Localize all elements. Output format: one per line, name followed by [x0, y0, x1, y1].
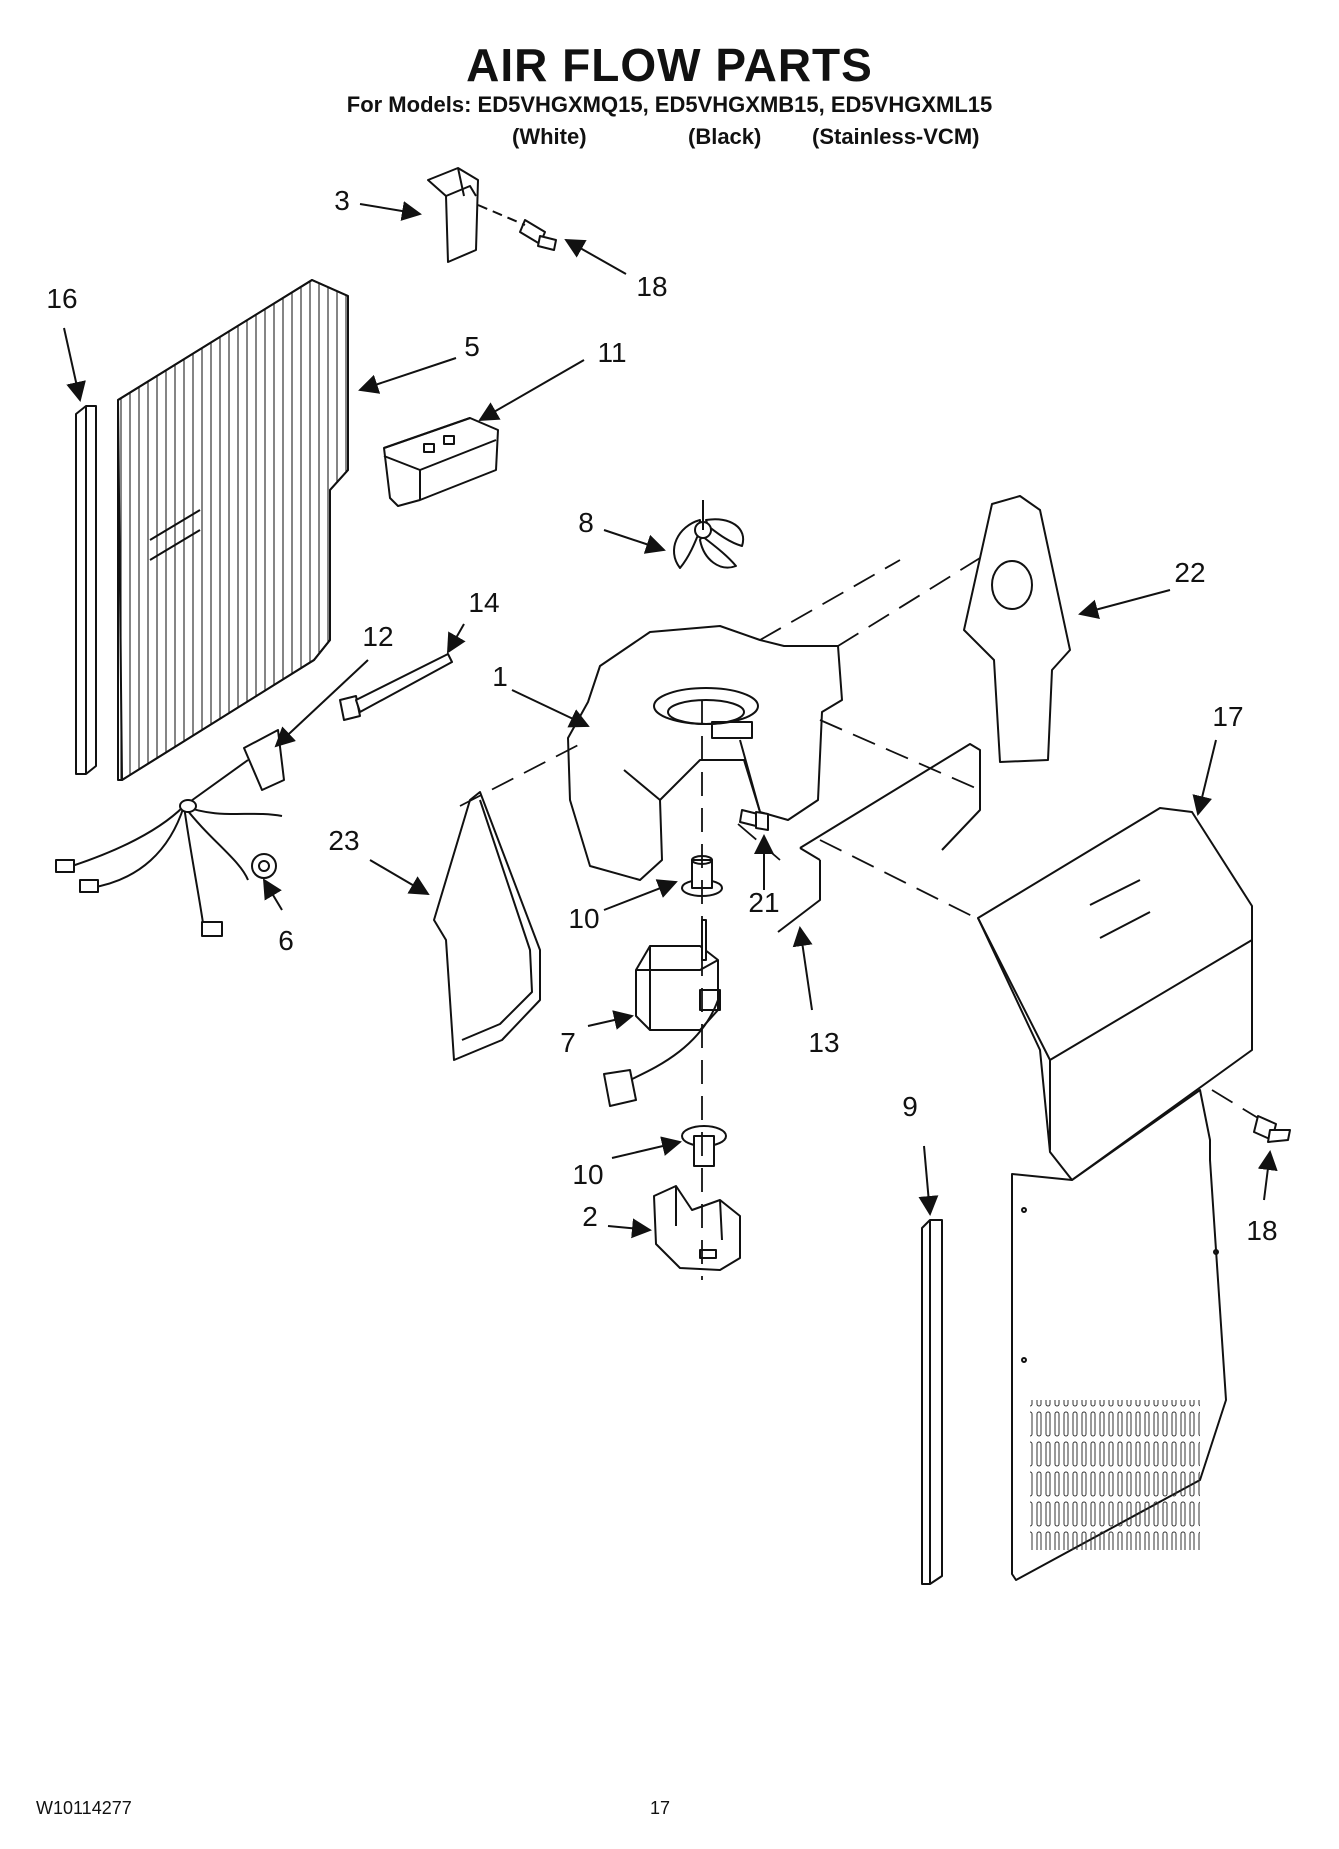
- callout-7: 7: [560, 1027, 576, 1058]
- variant-black: (Black): [688, 124, 762, 149]
- callout-2: 2: [582, 1201, 598, 1232]
- callout-14: 14: [468, 587, 499, 618]
- part-11-duct-block: [383, 417, 499, 507]
- part-2-motor-bracket: [653, 1185, 741, 1271]
- variant-stainless: (Stainless-VCM): [812, 124, 980, 149]
- part-18-screw-top: [519, 219, 557, 251]
- part-12-wire-harness: [55, 729, 285, 937]
- callout-10-lower: 10: [572, 1159, 603, 1190]
- page-title: AIR FLOW PARTS: [466, 39, 873, 91]
- callout-10-upper: 10: [568, 903, 599, 934]
- part-21-screw: [739, 809, 769, 831]
- callout-18-top: 18: [636, 271, 667, 302]
- model-list: For Models: ED5VHGXMQ15, ED5VHGXMB15, ED…: [346, 92, 993, 117]
- callout-21: 21: [748, 887, 779, 918]
- callout-12: 12: [362, 621, 393, 652]
- part-3-bracket: [427, 167, 479, 263]
- part-18-screw-right: [1253, 1115, 1291, 1143]
- part-10-grommet-lower: [681, 1125, 727, 1167]
- part-22-side-panel: [963, 495, 1071, 763]
- part-17-rear-cover: [977, 807, 1253, 1581]
- part-5-evaporator-cover: [117, 279, 349, 781]
- callout-16: 16: [46, 283, 77, 314]
- part-9-seal-strip: [921, 1219, 943, 1585]
- part-6-grommet: [251, 853, 277, 879]
- callout-8: 8: [578, 507, 594, 538]
- part-16-seal-strip: [75, 405, 97, 775]
- callout-22: 22: [1174, 557, 1205, 588]
- callout-6: 6: [278, 925, 294, 956]
- part-8-fan-blade: [673, 500, 745, 569]
- part-23-side-panel: [433, 791, 541, 1061]
- callout-9: 9: [902, 1091, 918, 1122]
- part-14-cable-tie: [339, 653, 453, 721]
- part-7-fan-motor: [603, 919, 721, 1107]
- callout-17: 17: [1212, 701, 1243, 732]
- variant-white: (White): [512, 124, 587, 149]
- part-13-wire-bracket: [777, 743, 981, 933]
- page-number: 17: [650, 1798, 671, 1818]
- callout-11: 11: [597, 337, 626, 368]
- callout-23: 23: [328, 825, 359, 856]
- callout-3: 3: [334, 185, 350, 216]
- callout-5: 5: [464, 331, 480, 362]
- callout-18-right: 18: [1246, 1215, 1277, 1246]
- callout-13: 13: [808, 1027, 839, 1058]
- callout-1: 1: [492, 661, 508, 692]
- part-1-fan-shroud: [567, 625, 843, 881]
- document-number: W10114277: [36, 1798, 132, 1818]
